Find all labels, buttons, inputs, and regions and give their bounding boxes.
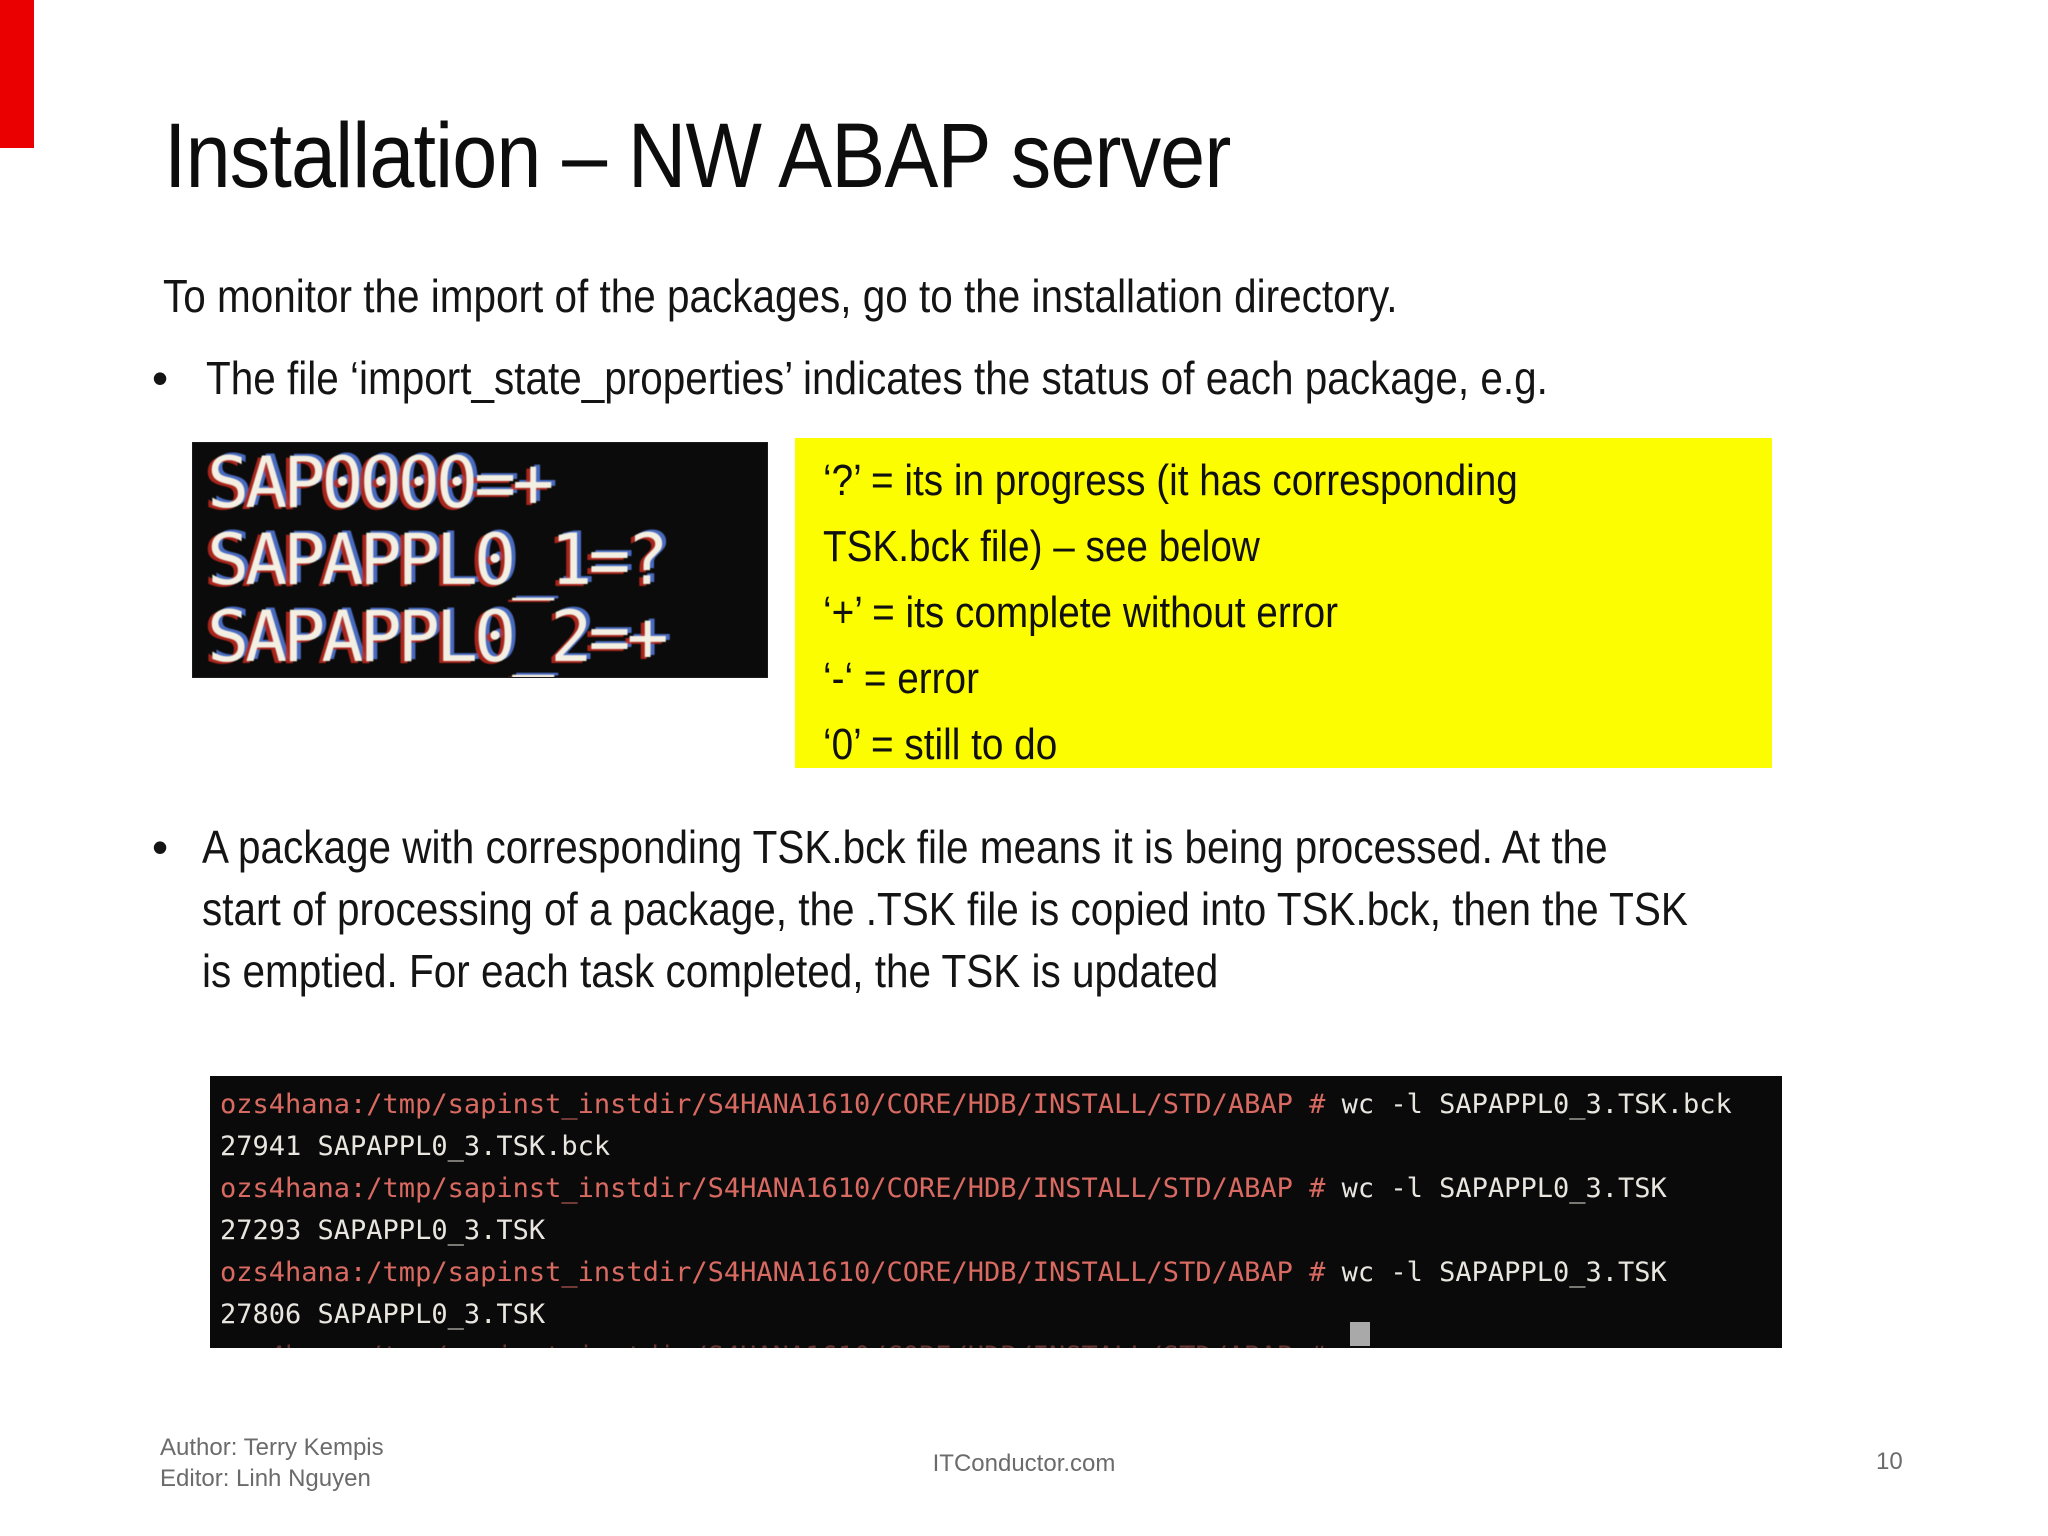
slide-title: Installation – NW ABAP server bbox=[164, 105, 1231, 207]
terminal-line: ozs4hana:/tmp/sapinst_instdir/S4HANA1610… bbox=[220, 1084, 1782, 1126]
footer-editor-line: Editor: Linh Nguyen bbox=[160, 1465, 371, 1492]
bullet-2-line: start of processing of a package, the .T… bbox=[202, 883, 1688, 935]
bullet-2-text: A package with corresponding TSK.bck fil… bbox=[202, 816, 1688, 1002]
bullet-2-line: A package with corresponding TSK.bck fil… bbox=[202, 821, 1608, 873]
bullet-1-text: The file ‘import_state_properties’ indic… bbox=[206, 352, 1548, 404]
terminal-line: 27293 SAPAPPL0_3.TSK bbox=[220, 1210, 1782, 1252]
bullet-2-line: is emptied. For each task completed, the… bbox=[202, 945, 1219, 997]
terminal-output: 27941 SAPAPPL0_3.TSK.bck bbox=[220, 1131, 611, 1162]
terminal-line: 27941 SAPAPPL0_3.TSK.bck bbox=[220, 1126, 1782, 1168]
terminal-prompt: ozs4hana:/tmp/sapinst_instdir/S4HANA1610… bbox=[220, 1257, 1326, 1288]
terminal-command: wc -l SAPAPPL0_3.TSK bbox=[1325, 1257, 1667, 1288]
terminal-line: 27806 SAPAPPL0_3.TSK bbox=[220, 1294, 1782, 1336]
legend-line: TSK.bck file) – see below bbox=[823, 522, 1260, 571]
import-state-line: SAPAPPL0_2=+ bbox=[207, 596, 669, 678]
footer-website: ITConductor.com bbox=[932, 1450, 1116, 1477]
terminal-command: wc -l SAPAPPL0_3.TSK.bck bbox=[1325, 1089, 1732, 1120]
intro-text: To monitor the import of the packages, g… bbox=[163, 270, 1398, 322]
footer-author-block: Author: Terry Kempis Editor: Linh Nguyen bbox=[160, 1432, 384, 1494]
footer-author-line: Author: Terry Kempis bbox=[160, 1434, 384, 1461]
bullet-item-2: • A package with corresponding TSK.bck f… bbox=[152, 816, 1890, 1002]
bullet-marker: • bbox=[152, 352, 169, 404]
legend-line: ‘-‘ = error bbox=[823, 654, 979, 703]
import-state-line: SAP0000=+ bbox=[207, 442, 554, 524]
status-legend-note: ‘?’ = its in progress (it has correspond… bbox=[795, 438, 1772, 769]
terminal-command: wc -l SAPAPPL0_3.TSK bbox=[1325, 1173, 1667, 1204]
terminal-cursor bbox=[1350, 1322, 1370, 1346]
terminal-partial-line: ozs4hana:/tmp/sapinst_instdir/S4HANA1610… bbox=[220, 1336, 1782, 1348]
footer-page-number: 10 bbox=[1876, 1448, 1903, 1475]
legend-line: ‘+’ = its complete without error bbox=[823, 588, 1339, 637]
terminal-output: 27806 SAPAPPL0_3.TSK bbox=[220, 1299, 546, 1330]
terminal-prompt: ozs4hana:/tmp/sapinst_instdir/S4HANA1610… bbox=[220, 1173, 1326, 1204]
terminal-output: 27293 SAPAPPL0_3.TSK bbox=[220, 1215, 546, 1246]
terminal-line: ozs4hana:/tmp/sapinst_instdir/S4HANA1610… bbox=[220, 1252, 1782, 1294]
red-accent-bar bbox=[0, 0, 34, 148]
import-state-line: SAPAPPL0_1=? bbox=[207, 519, 669, 601]
terminal-line: ozs4hana:/tmp/sapinst_instdir/S4HANA1610… bbox=[220, 1168, 1782, 1210]
import-state-screenshot: SAP0000=+ SAPAPPL0_1=? SAPAPPL0_2=+ bbox=[192, 442, 768, 678]
legend-line: ‘?’ = its in progress (it has correspond… bbox=[823, 456, 1518, 505]
terminal-screenshot: ozs4hana:/tmp/sapinst_instdir/S4HANA1610… bbox=[210, 1076, 1782, 1348]
terminal-prompt: ozs4hana:/tmp/sapinst_instdir/S4HANA1610… bbox=[220, 1089, 1326, 1120]
legend-line: ‘0’ = still to do bbox=[823, 720, 1058, 769]
terminal-prompt: ozs4hana:/tmp/sapinst_instdir/S4HANA1610… bbox=[220, 1341, 1325, 1348]
bullet-item-1: • The file ‘import_state_properties’ ind… bbox=[152, 350, 1731, 406]
bullet-marker: • bbox=[152, 821, 169, 873]
